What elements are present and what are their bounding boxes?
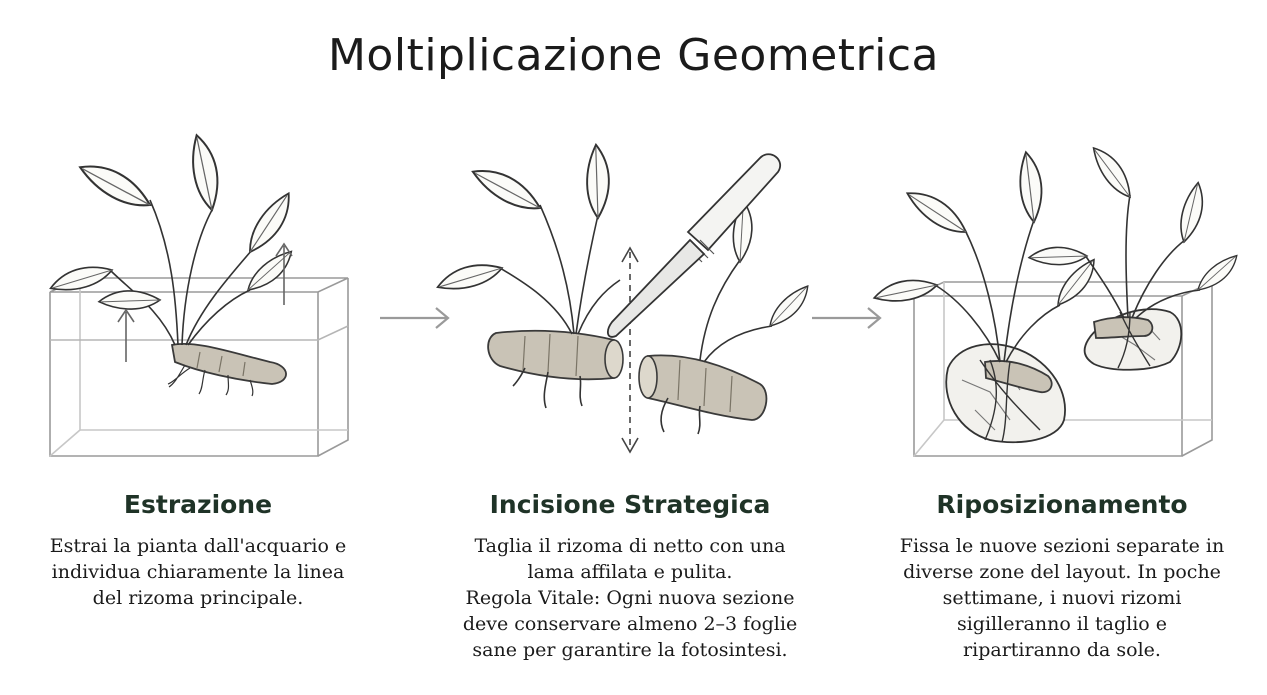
cut-line <box>621 246 639 454</box>
step-description: Taglia il rizoma di netto con una lama a… <box>462 535 798 661</box>
rhizome-section-a <box>979 359 1053 443</box>
step-heading: Riposizionamento <box>936 490 1188 519</box>
plant-stems-b <box>1084 194 1201 319</box>
aquarium-tank <box>913 281 1213 457</box>
process-illustration <box>49 134 1243 457</box>
step-arrow-icon <box>812 307 882 329</box>
extraction-illustration <box>49 134 349 457</box>
step-repositioning: Riposizionamento Fissa le nuove sezioni … <box>872 490 1252 663</box>
step-heading: Estrazione <box>123 490 273 519</box>
step-extraction: Estrazione Estrai la pianta dall'acquari… <box>8 490 388 611</box>
step-description: Fissa le nuove sezioni separate in diver… <box>899 535 1225 661</box>
step-arrow-icon <box>380 307 450 329</box>
incision-illustration <box>436 143 816 454</box>
plant-stems <box>109 199 253 346</box>
rhizome-main <box>167 342 287 397</box>
up-arrow-icon <box>117 242 293 362</box>
repositioning-illustration <box>873 144 1243 457</box>
scalpel-icon <box>607 153 781 338</box>
plant-stems-right <box>699 259 773 363</box>
rhizome-left-section <box>487 329 624 409</box>
step-heading: Incisione Strategica <box>489 490 771 519</box>
step-description: Estrai la pianta dall'acquario e individ… <box>49 535 347 609</box>
plant-stems-a <box>934 219 1061 363</box>
plant-stems-left <box>499 204 621 335</box>
step-incision: Incisione Strategica Taglia il rizoma di… <box>440 490 820 663</box>
rhizome-right-section <box>638 354 768 435</box>
page-title: Moltiplicazione Geometrica <box>327 30 940 81</box>
